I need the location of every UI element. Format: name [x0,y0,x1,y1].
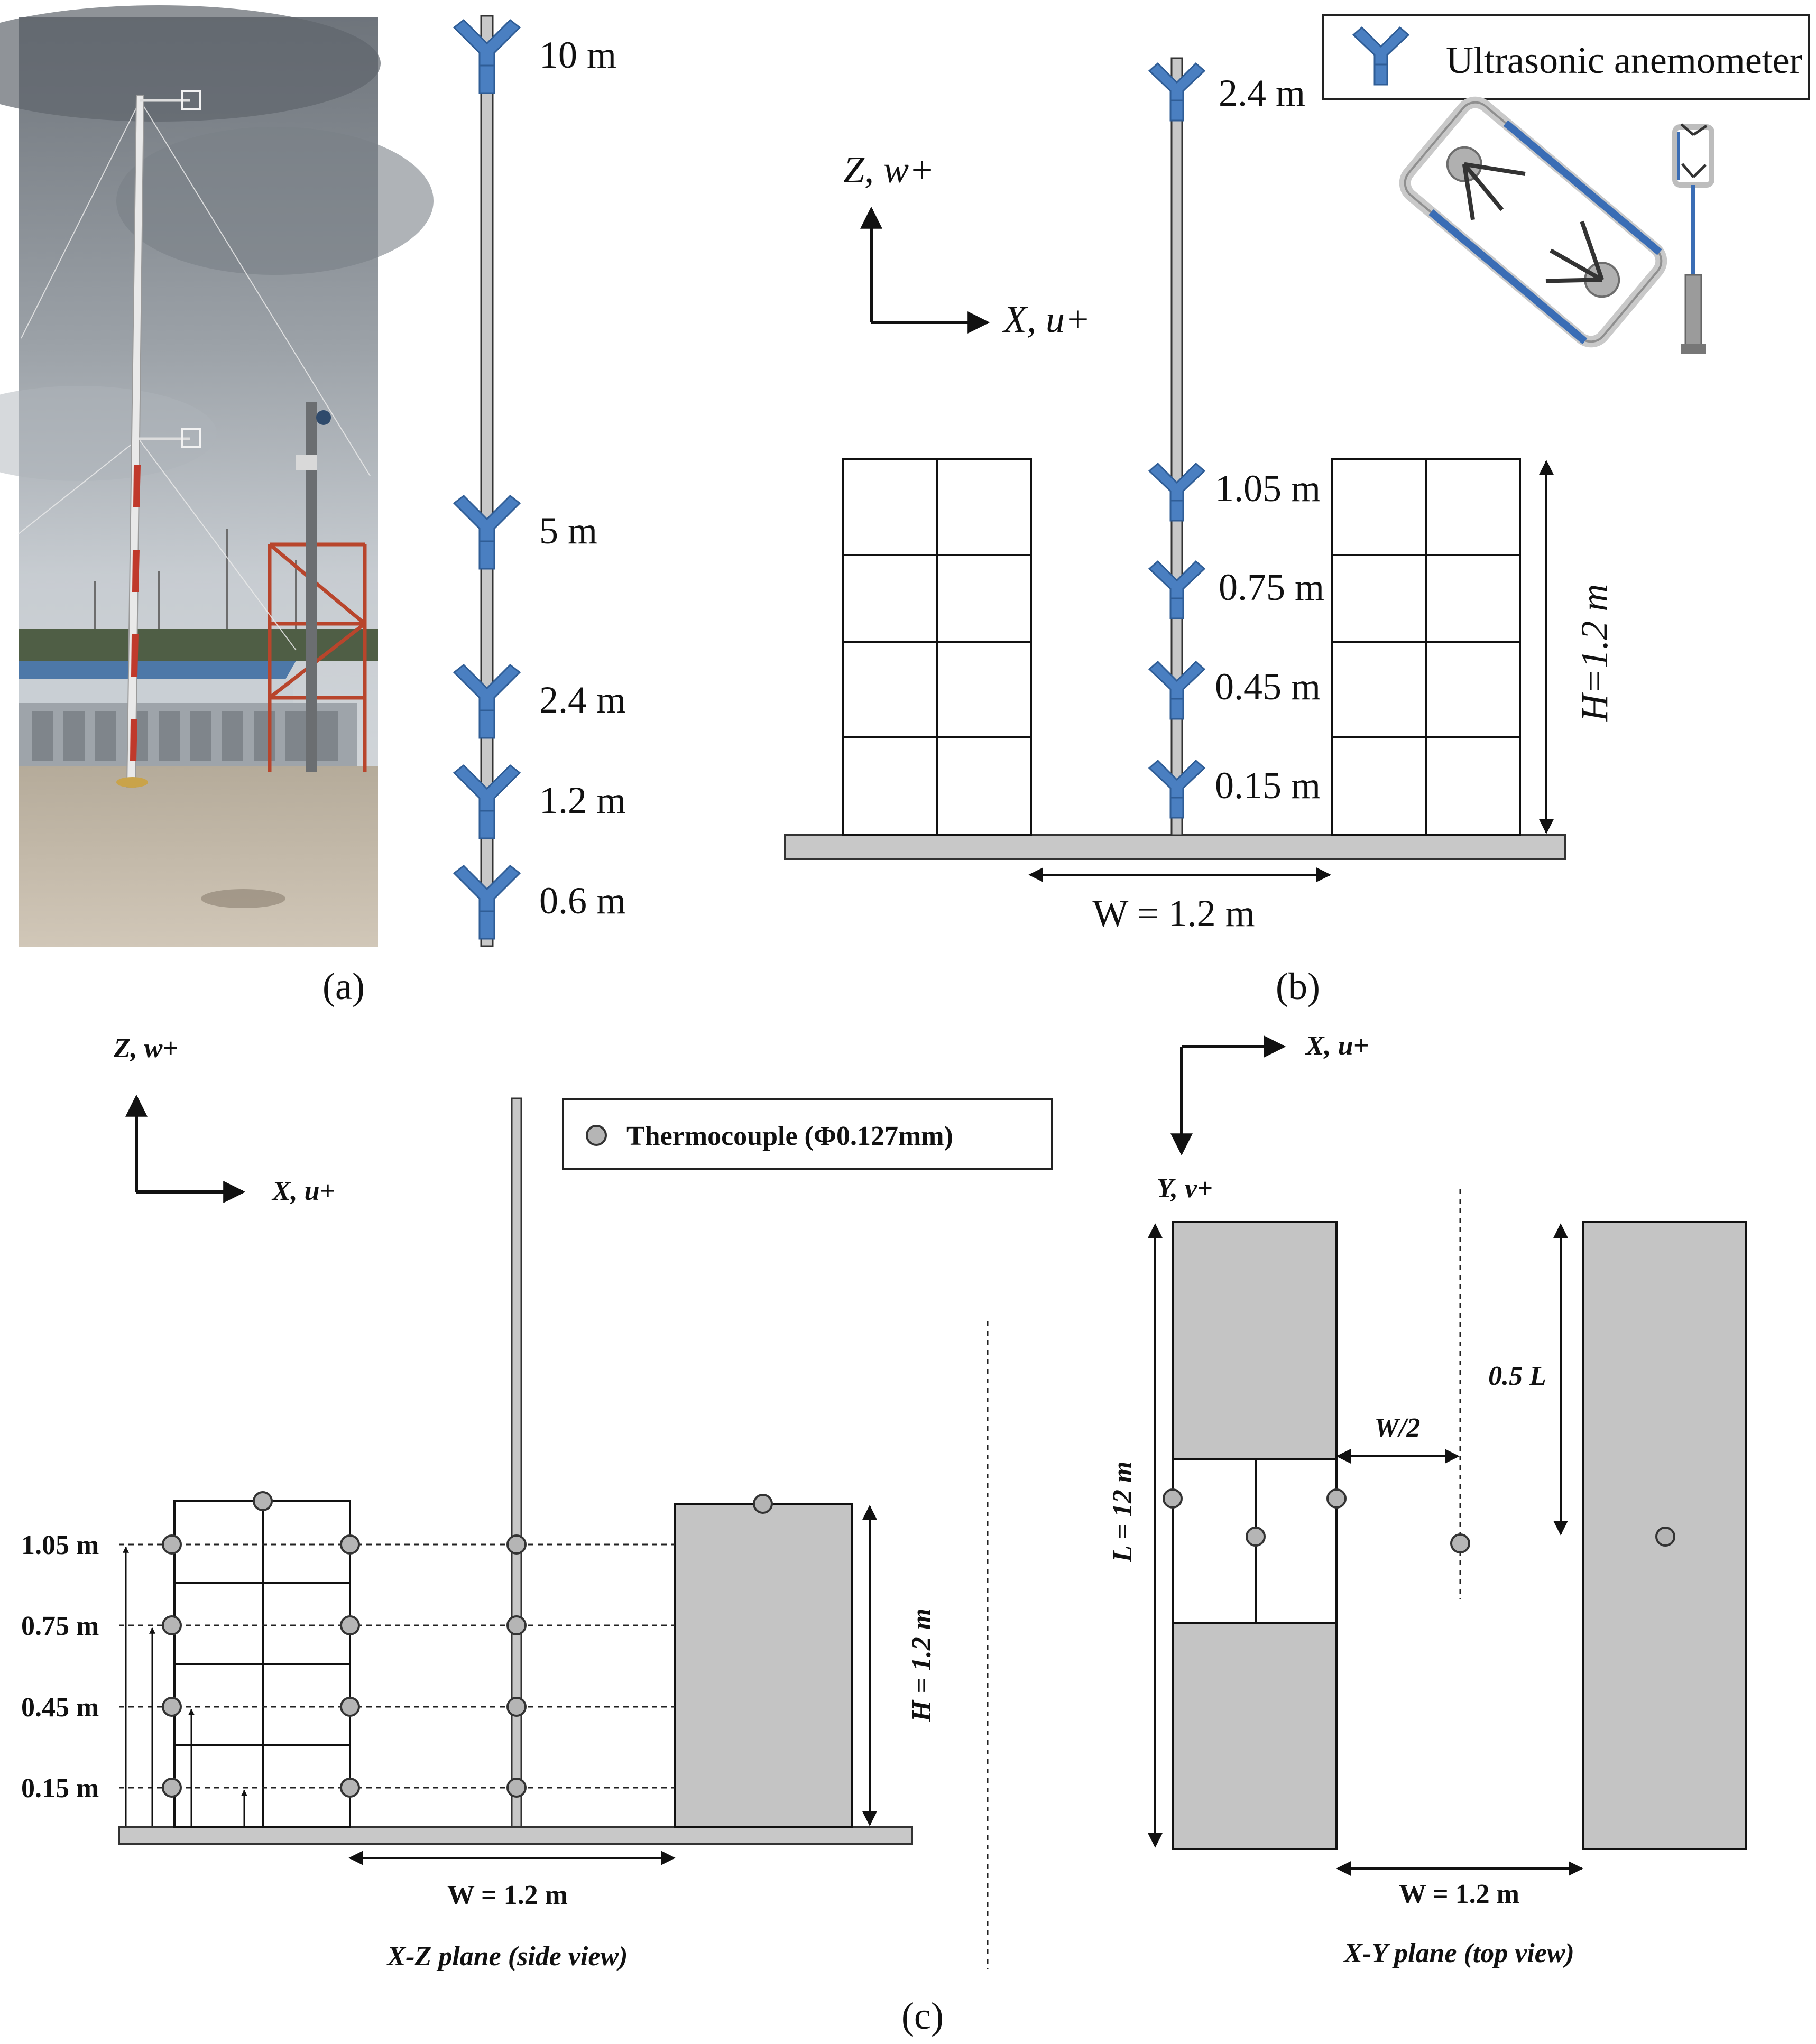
axis-label-x: X, u+ [271,1176,335,1206]
height-label: 0.45 m [1215,665,1321,708]
legend-thermocouple: Thermocouple (Φ0.127mm) [562,1098,1053,1170]
width-dimension-c: W = 1.2 m [348,1851,676,1910]
width-dim-label: W = 1.2 m [1399,1879,1519,1909]
height-label: 2.4 m [539,679,626,721]
thermocouples-top [1163,1488,1675,1553]
building-right-b [1331,458,1521,836]
height-dimension-c: H = 1.2 m [862,1505,937,1826]
width-dim-label: W = 1.2 m [447,1880,568,1910]
height-dimension-b: H=1.2 m [1539,460,1616,834]
building-left-b [842,458,1032,836]
length-dim-label: L = 12 m [1108,1462,1138,1563]
height-arrows-c [123,1546,247,1826]
height-label: 0.75 m [21,1611,99,1641]
caption-side-view: X-Z plane (side view) [386,1941,628,1972]
axis-label-x: X, u+ [1305,1031,1369,1061]
building-right-top [1582,1221,1747,1850]
height-label: 0.15 m [21,1773,99,1803]
ground-slab-c [118,1826,913,1845]
panel-label-b: (b) [1276,965,1320,1007]
width-dim-label: W = 1.2 m [1092,892,1255,935]
axis-label-x: X, u+ [1002,298,1091,340]
height-label: 0.75 m [1219,566,1324,608]
width-dimension-b: W = 1.2 m [1028,867,1331,935]
height-label: 1.05 m [1215,467,1321,510]
thermocouples-side [162,1491,773,1798]
legend-anemometer: Ultrasonic anemometer [1322,14,1810,100]
axes-xy-c: X, u+ Y, v+ [1157,1031,1369,1204]
anemometer-sketch-large [1399,96,1667,348]
half-length-dimension-c: 0.5 L [1488,1223,1568,1536]
axes-xz-c: Z, w+ X, u+ [113,1033,335,1206]
tower-mast-c [511,1097,522,1828]
axis-label-y: Y, v+ [1157,1173,1213,1204]
height-labels-b: 2.4 m 1.05 m 0.75 m 0.45 m 0.15 m [1215,72,1324,807]
height-label: 1.05 m [21,1530,99,1560]
panel-label-a: (a) [322,965,365,1007]
axis-label-z: Z, w+ [113,1033,178,1063]
legend-label: Ultrasonic anemometer [1446,39,1802,81]
ground-slab-b [784,834,1566,860]
half-width-dimension-c: W/2 [1336,1413,1460,1464]
height-label: 0.6 m [539,880,626,922]
tower-mast-b [1170,57,1183,836]
axes-xz-b: Z, w+ X, u+ [843,149,1091,340]
caption-top-view: X-Y plane (top view) [1343,1938,1574,1968]
height-labels-c: 1.05 m 0.75 m 0.45 m 0.15 m [21,1530,99,1803]
height-label: 10 m [539,34,616,76]
axis-label-z: Z, w+ [843,149,935,191]
height-dim-label: H=1.2 m [1573,584,1616,723]
length-dimension-c: L = 12 m [1108,1223,1163,1848]
half-length-label: 0.5 L [1488,1361,1546,1391]
height-label: 0.45 m [21,1692,99,1723]
height-label: 1.2 m [539,779,626,821]
height-gridlines-c [119,1543,675,1789]
building-right-side [674,1503,853,1828]
half-width-label: W/2 [1375,1413,1421,1443]
legend-label: Thermocouple (Φ0.127mm) [626,1121,953,1151]
height-label: 0.15 m [1215,764,1321,807]
anemometer-sketch-small [1672,123,1714,354]
width-dimension-top: W = 1.2 m [1336,1861,1583,1909]
height-dim-label: H = 1.2 m [907,1608,937,1723]
building-left-side [173,1500,351,1828]
height-label: 5 m [539,510,597,552]
panel-label-c: (c) [901,1995,944,2037]
height-labels-a: 10 m 5 m 2.4 m 1.2 m 0.6 m [539,34,626,922]
height-label: 2.4 m [1219,72,1305,114]
site-photo [0,5,434,947]
